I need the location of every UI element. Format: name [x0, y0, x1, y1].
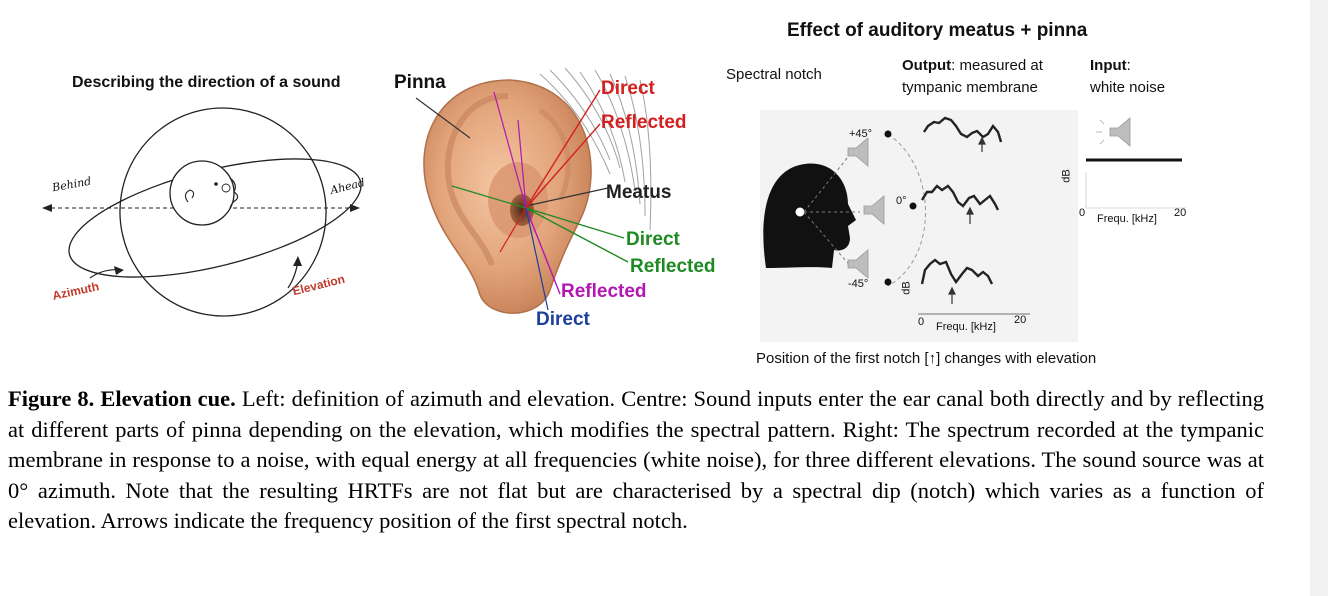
db-label-input: dB	[1060, 169, 1073, 183]
spectrum-diagram	[760, 110, 1186, 342]
right-panel-title: Effect of auditory meatus + pinna	[787, 20, 1088, 41]
ear-illustration	[415, 67, 652, 314]
input-speaker	[1109, 117, 1131, 147]
pinna-pointer	[415, 97, 471, 139]
head-face	[229, 177, 239, 209]
direct-bottom-label: Direct	[536, 309, 590, 330]
spectral-notch-label: Spectral notch	[726, 66, 822, 83]
reflected-top-label: Reflected	[601, 112, 687, 133]
spectra	[920, 116, 1003, 285]
ray-direct-top	[525, 89, 601, 209]
notch-arrows	[948, 136, 986, 304]
elevation-arc	[887, 133, 926, 287]
left-panel-title: Describing the direction of a sound	[72, 74, 341, 91]
elev-plus-label: +45°	[849, 128, 873, 140]
pinna-label: Pinna	[394, 72, 446, 93]
speakers	[847, 137, 885, 279]
freq-max-output: 20	[1014, 314, 1027, 326]
ray-reflected-bottom	[525, 207, 561, 295]
head-silhouette	[763, 163, 856, 268]
page-edge	[1310, 0, 1328, 596]
ray-reflected-top	[525, 123, 601, 209]
output-label-line2: tympanic membrane	[902, 79, 1038, 96]
ray-direct-mid	[525, 207, 625, 239]
elevation-circle	[119, 107, 327, 317]
figure-caption: Figure 8. Elevation cue. Left: definitio…	[8, 384, 1264, 537]
ray-reflected-mid	[525, 207, 629, 263]
freq-zero-input: 0	[1079, 207, 1086, 219]
input-label-line1: Input:	[1090, 57, 1131, 74]
caption-bold: Figure 8. Elevation cue.	[8, 386, 236, 411]
freq-max-input: 20	[1174, 207, 1187, 219]
reflected-bottom-label: Reflected	[561, 281, 647, 302]
reflected-mid-label: Reflected	[630, 256, 716, 277]
db-label-output: dB	[900, 281, 913, 295]
hair	[539, 67, 652, 231]
input-label-line2: white noise	[1090, 79, 1166, 96]
caption-text: Left: definition of azimuth and elevatio…	[8, 386, 1264, 533]
head-outline	[169, 160, 235, 226]
freq-zero-output: 0	[918, 316, 925, 328]
meatus-pointer	[525, 187, 609, 207]
direction-diagram	[42, 107, 362, 317]
meatus-label: Meatus	[606, 182, 672, 203]
output-label-line1: Output: measured at	[902, 57, 1043, 74]
ray-direct-bottom	[525, 207, 549, 311]
direct-top-label: Direct	[601, 78, 655, 99]
elev-minus-label: -45°	[848, 278, 869, 290]
freq-label-input: Frequ. [kHz]	[1097, 213, 1157, 225]
freq-label-output: Frequ. [kHz]	[936, 321, 996, 333]
direct-mid-label: Direct	[626, 229, 680, 250]
elev-zero-label: 0°	[896, 195, 907, 207]
notch-caption: Position of the first notch [↑] changes …	[756, 350, 1097, 367]
head-ear	[184, 189, 195, 203]
